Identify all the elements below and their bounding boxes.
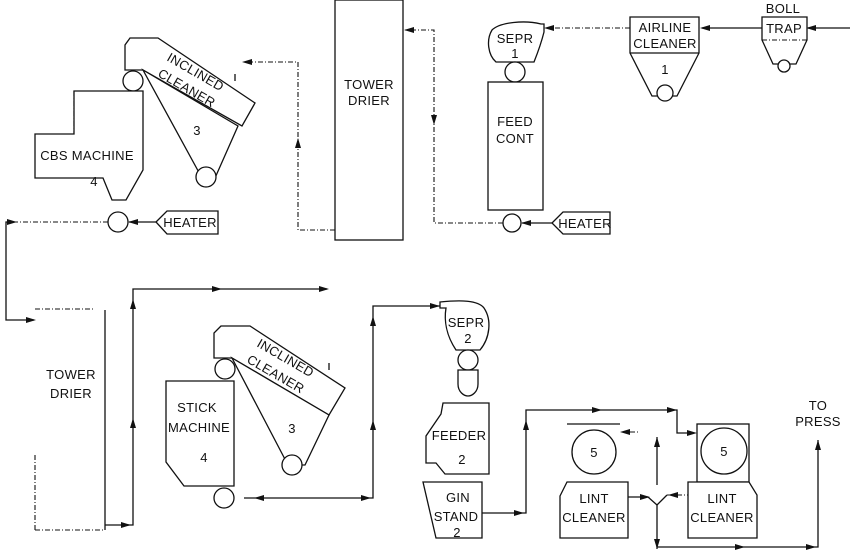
- separator-2-valve: [457, 349, 479, 371]
- heater-1[interactable]: HEATER: [551, 211, 612, 235]
- inlet-line: [806, 25, 850, 31]
- feeder[interactable]: FEEDER 2: [425, 402, 490, 475]
- flow-line: [482, 407, 697, 516]
- separator-2-body: [439, 300, 490, 351]
- heater-1-label: HEATER: [558, 216, 612, 231]
- feeder-label: FEEDER: [432, 428, 487, 443]
- inclined-cleaner-1-top-roller: [122, 70, 144, 92]
- separator-2-label: SEPR: [448, 315, 485, 330]
- inclined-cleaner-1-number: 3: [193, 123, 201, 138]
- tower-drier-1-body: [334, 0, 404, 241]
- heater-1-body: [551, 211, 611, 235]
- gin-stand-body: [422, 481, 483, 539]
- inclined-cleaner-2-hopper: [230, 356, 330, 466]
- separator-1[interactable]: SEPR 1: [487, 21, 545, 83]
- lint-cleaner-2-label-line1: LINT: [707, 491, 736, 506]
- lint-cleaner-1-label-line1: LINT: [579, 491, 608, 506]
- stick-machine-valve: [213, 487, 235, 509]
- lint-cleaner-2-body: [687, 481, 758, 539]
- inclined-cleaner-2-number: 3: [288, 421, 296, 436]
- to-press-label-line2: PRESS: [795, 414, 841, 429]
- boll-trap-label-line1: BOLL: [766, 1, 800, 16]
- flow-line: [521, 220, 552, 226]
- gin-stand-number: 2: [453, 525, 461, 540]
- cbs-machine-valve: [107, 211, 129, 233]
- flow-line: [628, 437, 821, 550]
- airline-cleaner-label-line1: AIRLINE: [639, 20, 692, 35]
- lint-cleaner-1-label-line2: CLEANER: [562, 510, 626, 525]
- cbs-machine-body: [34, 90, 144, 201]
- airline-cleaner-valve: [656, 84, 674, 102]
- airline-cleaner-number: 1: [661, 62, 669, 77]
- tower-drier-1-label-line1: TOWER: [344, 77, 394, 92]
- inclined-cleaner-1-bottom-roller: [195, 166, 217, 188]
- airline-cleaner[interactable]: AIRLINE CLEANER 1: [629, 16, 700, 102]
- stick-machine-body: [165, 380, 235, 487]
- stick-machine-label-line1: STICK: [177, 400, 217, 415]
- tower-drier-1[interactable]: TOWER DRIER: [334, 0, 404, 241]
- gin-stand-label-line1: GIN: [446, 490, 470, 505]
- separator-1-valve: [504, 61, 526, 83]
- inclined-cleaner-1-hood: [124, 37, 256, 127]
- lint-cleaner-2-cylinder: [700, 427, 748, 475]
- lint-cleaner-1-number: 5: [590, 445, 598, 460]
- lint-cleaner-2[interactable]: 5 LINT CLEANER: [687, 423, 758, 539]
- separator-2-hopper: [457, 369, 479, 397]
- boll-trap[interactable]: BOLL TRAP: [761, 1, 808, 73]
- cbs-machine-number: 4: [90, 174, 98, 189]
- separator-1-label: SEPR: [497, 31, 534, 46]
- stick-machine[interactable]: STICK MACHINE 4: [165, 380, 235, 509]
- to-press: TO PRESS: [795, 398, 841, 429]
- airline-cleaner-label-line2: CLEANER: [633, 36, 697, 51]
- to-press-label-line1: TO: [809, 398, 827, 413]
- separator-2[interactable]: SEPR 2: [439, 300, 490, 397]
- stick-machine-number: 4: [200, 450, 208, 465]
- flow-line: [128, 219, 156, 225]
- flow-line: [242, 59, 335, 231]
- inclined-cleaner-2-top-roller: [214, 358, 236, 380]
- tower-drier-1-label-line2: DRIER: [348, 93, 390, 108]
- boll-trap-valve: [777, 59, 791, 73]
- separator-1-body: [487, 21, 545, 63]
- heater-2-label: HEATER: [163, 215, 217, 230]
- inclined-cleaner-2[interactable]: INCLINED CLEANER 3: [213, 325, 346, 476]
- feed-control[interactable]: FEED CONT: [487, 81, 544, 233]
- arrow-left-icon: [806, 25, 816, 31]
- separator-2-number: 2: [464, 331, 472, 346]
- tower-drier-2-label-line1: TOWER: [46, 367, 96, 382]
- flow-line: [700, 25, 762, 31]
- cbs-machine-label: CBS MACHINE: [40, 148, 134, 163]
- gin-stand-label-line2: STAND: [434, 509, 479, 524]
- lint-cleaner-1-cylinder: [571, 429, 617, 475]
- feed-control-body: [487, 81, 544, 211]
- feed-control-label-line1: FEED: [497, 114, 533, 129]
- flow-line: [544, 25, 630, 31]
- flow-line: [105, 286, 329, 528]
- inclined-cleaner-2-bottom-roller: [281, 454, 303, 476]
- cbs-machine[interactable]: CBS MACHINE 4: [34, 90, 144, 233]
- flow-line: [244, 303, 440, 501]
- lint-cleaner-2-number: 5: [720, 444, 728, 459]
- heater-2-body: [155, 210, 219, 235]
- stick-machine-label-line2: MACHINE: [168, 420, 230, 435]
- feeder-number: 2: [458, 452, 466, 467]
- lint-cleaner-1[interactable]: 5 LINT CLEANER: [559, 423, 638, 539]
- feed-control-valve: [502, 213, 522, 233]
- lint-cleaner-2-label-line2: CLEANER: [690, 510, 754, 525]
- flow-line: [5, 219, 108, 323]
- feed-control-label-line2: CONT: [496, 131, 534, 146]
- boll-trap-label-line2: TRAP: [766, 21, 802, 36]
- separator-1-number: 1: [511, 46, 519, 61]
- flow-line: [404, 27, 503, 224]
- gin-stand[interactable]: GIN STAND 2: [422, 481, 483, 540]
- tower-drier-2-label-line2: DRIER: [50, 386, 92, 401]
- feeder-body: [425, 402, 490, 475]
- lint-cleaner-1-body: [559, 481, 629, 539]
- tower-drier-2[interactable]: TOWER DRIER: [34, 308, 106, 531]
- heater-2[interactable]: HEATER: [155, 210, 219, 235]
